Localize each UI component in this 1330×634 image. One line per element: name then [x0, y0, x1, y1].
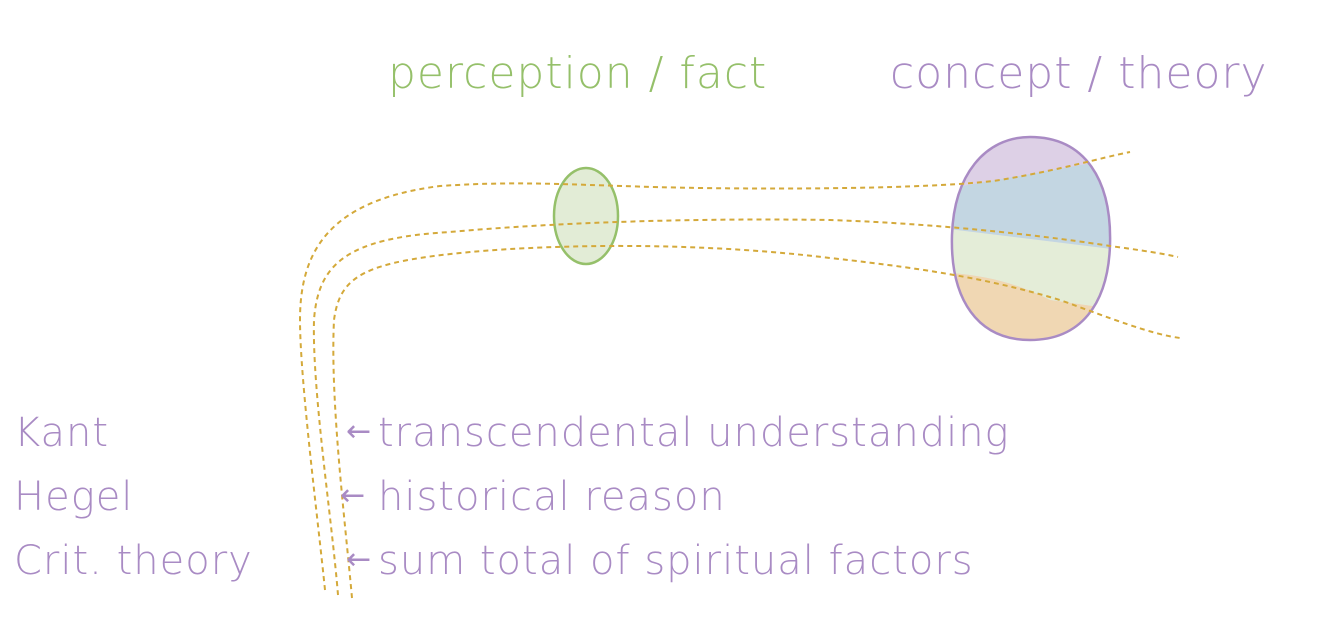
philosopher-hegel: Hegel: [14, 474, 134, 520]
heading-concept-theory: concept / theory: [890, 48, 1268, 99]
left-arrow-icon: ←: [346, 414, 372, 449]
philosopher-kant: Kant: [14, 410, 110, 456]
description-critical-theory: sum total of spiritual factors: [378, 538, 974, 584]
sphere-band-blue: [951, 158, 1111, 250]
description-kant: transcendental understanding: [378, 410, 1010, 456]
theory-sphere: [950, 135, 1112, 342]
description-hegel: historical reason: [378, 474, 726, 520]
philosopher-critical-theory: Crit. theory: [14, 538, 253, 584]
strand-upper: [298, 151, 1131, 591]
heading-perception-fact: perception / fact: [388, 48, 768, 99]
dashed-strands: [298, 151, 1181, 599]
perception-oval: [552, 166, 620, 266]
left-arrow-icon: ←: [346, 542, 372, 577]
left-arrow-icon: ←: [340, 478, 366, 513]
sphere-band-green: [951, 228, 1111, 310]
strand-middle: [312, 218, 1179, 596]
